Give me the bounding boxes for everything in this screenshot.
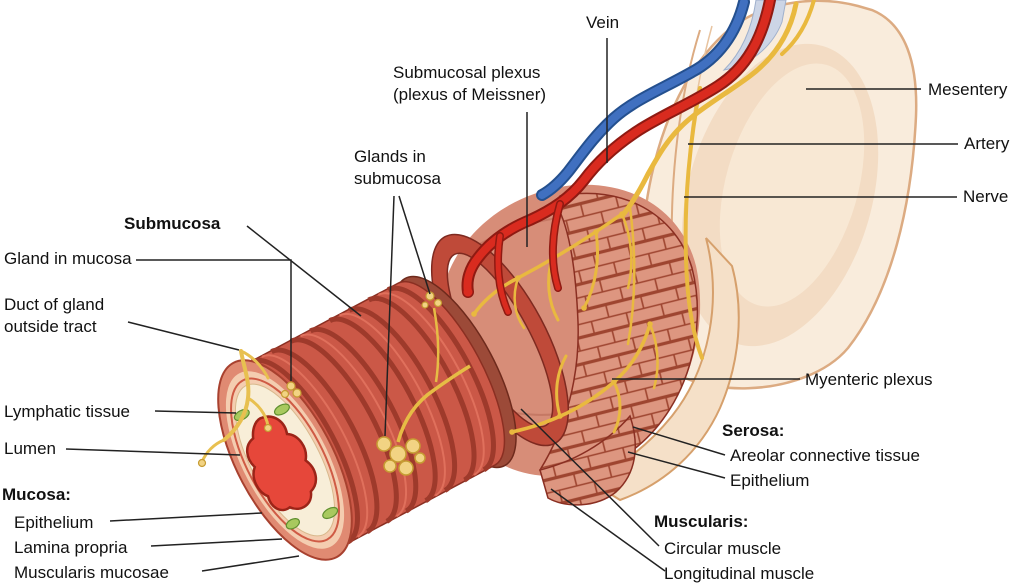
gland-in-mucosa xyxy=(280,381,302,399)
leader-lumen xyxy=(65,448,241,456)
plexus-nodes xyxy=(471,211,653,435)
label-mucosa-epithelium: Epithelium xyxy=(14,513,94,532)
label-vein: Vein xyxy=(586,13,620,32)
leader-gland-in-mucosa xyxy=(136,259,292,381)
label-serosa-heading: Serosa: xyxy=(722,421,785,440)
leader-glands-upper xyxy=(398,195,431,295)
vein-vessel xyxy=(536,0,750,201)
leader-submucosa xyxy=(246,225,362,317)
cross-section-face xyxy=(217,359,353,561)
label-circular-muscle: Circular muscle xyxy=(664,539,782,558)
muscularis-wall xyxy=(538,192,699,506)
leader-glands-lower xyxy=(384,195,395,437)
leader-circular xyxy=(520,408,660,547)
leader-epithelium xyxy=(109,512,263,522)
lumen-shape xyxy=(245,415,318,512)
label-gland-in-mucosa: Gland in mucosa xyxy=(4,249,132,268)
gland-duct-outside xyxy=(197,349,273,468)
label-mesentery: Mesentery xyxy=(928,80,1008,99)
label-lumen: Lumen xyxy=(4,439,56,458)
lymph-nodules xyxy=(233,403,339,530)
label-lymphatic-tissue: Lymphatic tissue xyxy=(4,402,130,421)
artery-vessel xyxy=(461,0,776,316)
label-artery: Artery xyxy=(964,134,1010,153)
label-myenteric-plexus: Myenteric plexus xyxy=(805,370,933,389)
label-glands-in-submucosa: Glands in submucosa xyxy=(354,147,441,189)
leader-serosa-areolar xyxy=(632,426,726,456)
label-mucosa-heading: Mucosa: xyxy=(2,485,71,504)
label-muscularis-heading: Muscularis: xyxy=(654,512,749,531)
label-submucosa: Submucosa xyxy=(124,214,221,233)
label-longitudinal-muscle: Longitudinal muscle xyxy=(664,564,815,583)
label-submucosal-plexus: Submucosal plexus (plexus of Meissner) xyxy=(393,63,547,105)
leader-lymphatic xyxy=(154,410,237,414)
leader-musc-mucosae xyxy=(201,555,300,572)
leader-lamina xyxy=(150,538,283,547)
label-serosa-areolar: Areolar connective tissue xyxy=(730,446,920,465)
serosa-sheet xyxy=(585,237,740,502)
leader-lines xyxy=(65,38,958,572)
leader-serosa-epithelium xyxy=(627,451,726,479)
label-duct-of-gland: Duct of gland outside tract xyxy=(4,295,105,337)
nerve-fiber xyxy=(619,0,816,360)
label-muscularis-mucosae: Muscularis mucosae xyxy=(14,563,169,582)
label-serosa-epithelium: Epithelium xyxy=(730,471,810,490)
leader-duct xyxy=(127,321,240,351)
label-nerve: Nerve xyxy=(963,187,1009,206)
label-lamina-propria: Lamina propria xyxy=(14,538,128,557)
glands-in-submucosa xyxy=(376,291,471,476)
leader-longitudinal xyxy=(550,488,666,572)
